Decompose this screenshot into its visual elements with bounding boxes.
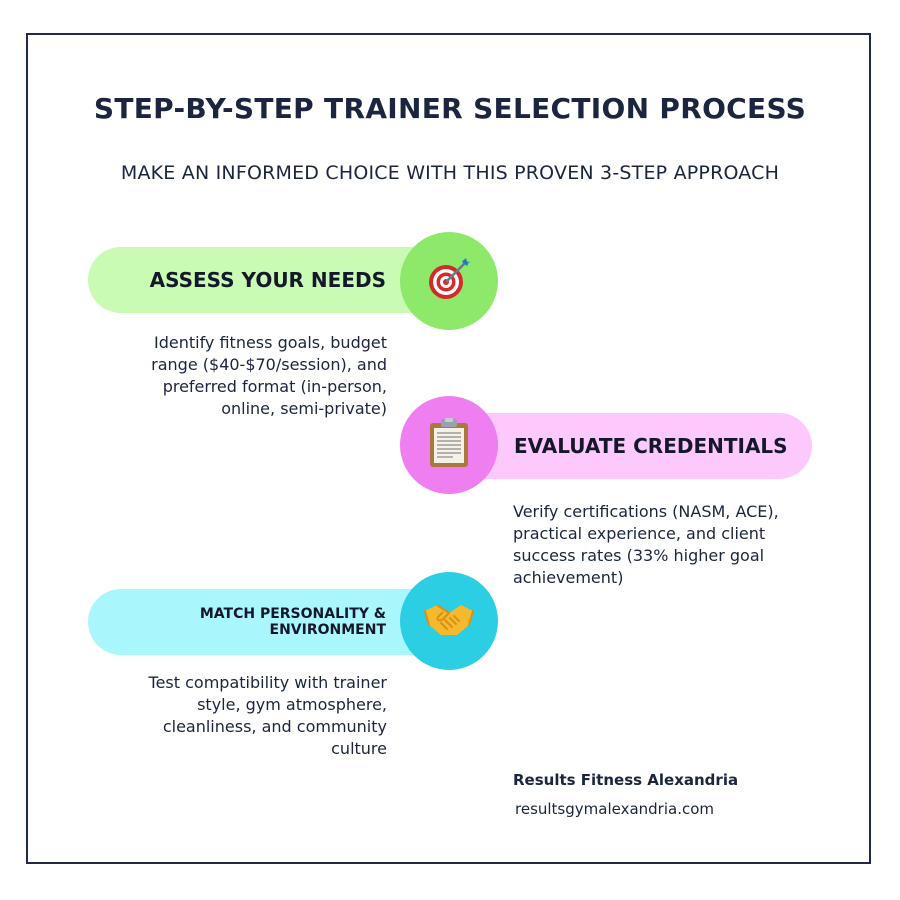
step-2-pill: EVALUATE CREDENTIALS: [440, 413, 812, 479]
target-icon: [426, 256, 472, 306]
clipboard-icon: [427, 418, 471, 472]
page-subtitle: MAKE AN INFORMED CHOICE WITH THIS PROVEN…: [120, 162, 780, 184]
step-2-circle: [400, 396, 498, 494]
step-3-title: MATCH PERSONALITY & ENVIRONMENT: [199, 606, 386, 638]
step-2-description: Verify certifications (NASM, ACE), pract…: [513, 502, 779, 587]
footer-url[interactable]: resultsgymalexandria.com: [515, 800, 715, 818]
footer-brand: Results Fitness Alexandria: [513, 771, 739, 789]
page-frame: [26, 33, 871, 864]
step-1-description: Identify fitness goals, budget range ($4…: [151, 333, 387, 418]
step-1-pill: ASSESS YOUR NEEDS: [88, 247, 460, 313]
handshake-icon: [423, 599, 475, 643]
step-1-title: ASSESS YOUR NEEDS: [149, 268, 386, 292]
step-3-circle: [400, 572, 498, 670]
step-1-circle: [400, 232, 498, 330]
step-2-title: EVALUATE CREDENTIALS: [514, 434, 788, 458]
step-3-pill: MATCH PERSONALITY & ENVIRONMENT: [88, 589, 460, 655]
page-title: STEP-BY-STEP TRAINER SELECTION PROCESS: [93, 92, 807, 125]
step-3-description: Test compatibility with trainer style, g…: [148, 673, 387, 758]
